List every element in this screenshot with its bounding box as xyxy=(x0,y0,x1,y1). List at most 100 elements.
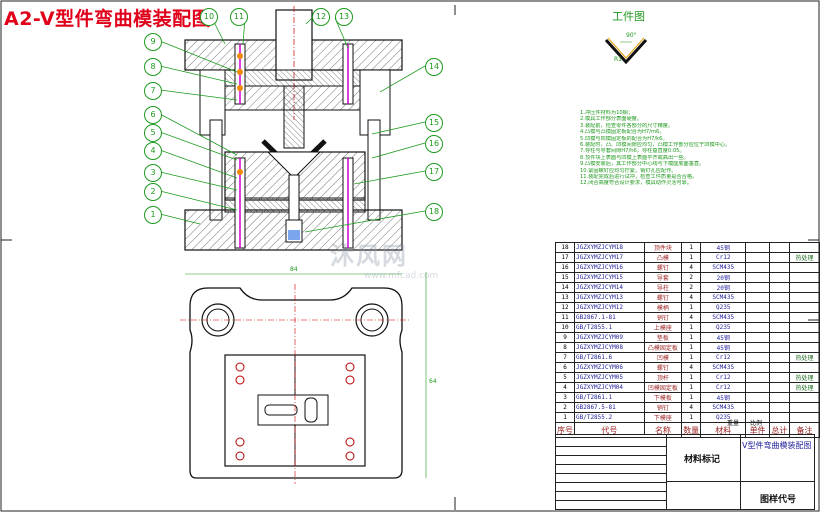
bom-cell-qty: 4 xyxy=(681,292,702,303)
note-line: 2.模具工作部分表面硬度。 xyxy=(580,116,643,123)
bom-cell-note: 热处理 xyxy=(788,252,820,263)
bom-cell-code: GB/T2855.1 xyxy=(574,322,645,333)
bom-cell-note xyxy=(788,362,820,373)
drawing-code-label: 图样代号 xyxy=(760,495,797,505)
bom-cell-name: 凹模固定板 xyxy=(643,382,683,393)
bom-cell-code: GB/T2861.6 xyxy=(574,352,645,363)
bom-cell-no: 5 xyxy=(555,372,575,383)
bom-cell-note xyxy=(788,242,820,253)
bom-cell-note xyxy=(788,342,820,353)
bom-cell-mat: Cr12 xyxy=(700,372,747,383)
bom-cell-code: JGZXYMZJCYM18 xyxy=(574,242,645,253)
bom-cell-qty: 1 xyxy=(681,372,702,383)
bom-cell-qty: 1 xyxy=(681,342,702,353)
bom-cell-code: JGZXYMZJCYM06 xyxy=(574,362,645,373)
bom-cell-note: 热处理 xyxy=(788,352,820,363)
bom-cell-name: 顶件块 xyxy=(643,242,683,253)
bom-cell-mat: 45钢 xyxy=(700,392,747,403)
bom-cell-no: 7 xyxy=(555,352,575,363)
workpiece-drawing xyxy=(604,37,648,65)
bom-cell-no: 14 xyxy=(555,282,575,293)
bom-cell-name: 凸模固定板 xyxy=(643,342,683,353)
bom-cell-w1 xyxy=(745,242,770,253)
bom-cell-no: 18 xyxy=(555,242,575,253)
bom-cell-qty: 1 xyxy=(681,302,702,313)
note-line: 10.紧固螺钉应均匀拧紧，销钉孔应配作。 xyxy=(580,167,677,174)
bom-cell-mat: SCM435 xyxy=(700,402,747,413)
bom-cell-note xyxy=(788,292,820,303)
bom-cell-w1 xyxy=(745,302,770,313)
bom-cell-w1 xyxy=(745,392,770,403)
note-line: 3.装配前，检查零件各部分的尺寸精度。 xyxy=(580,122,674,129)
bom-cell-no: 2 xyxy=(555,402,575,413)
bom-cell-qty: 4 xyxy=(681,312,702,323)
bom-cell-no: 10 xyxy=(555,322,575,333)
bom-cell-qty: 4 xyxy=(681,362,702,373)
bom-cell-note xyxy=(788,312,820,323)
bom-cell-mat: Cr12 xyxy=(700,352,747,363)
note-line: 5.凹模与凹模固定板的配合为H7/k6。 xyxy=(580,135,668,142)
balloon-14: 14 xyxy=(425,58,443,76)
bom-cell-no: 17 xyxy=(555,252,575,263)
bom-cell-qty: 1 xyxy=(681,322,702,333)
bom-cell-qty: 1 xyxy=(681,252,702,263)
bom-cell-name: 凸模 xyxy=(643,252,683,263)
bom-cell-w2 xyxy=(768,312,790,323)
bom-cell-qty: 4 xyxy=(681,262,702,273)
note-line: 7.导柱与导套间隙H7/h6，导柱垂直度0.05。 xyxy=(580,148,685,155)
bom-cell-w2 xyxy=(768,252,790,263)
balloon-9: 9 xyxy=(144,33,162,51)
bom-cell-note xyxy=(788,392,820,403)
balloon-4: 4 xyxy=(144,142,162,160)
material-mark-label: 材料标记 xyxy=(684,455,721,465)
bom-cell-no: 11 xyxy=(555,312,575,323)
bom-cell-note xyxy=(788,322,820,333)
bom-cell-w1 xyxy=(745,322,770,333)
bom-cell-name: 螺钉 xyxy=(643,362,683,373)
bom-cell-w2 xyxy=(768,402,790,413)
balloon-16: 16 xyxy=(425,135,443,153)
bom-cell-note xyxy=(788,302,820,313)
bom-cell-qty: 2 xyxy=(681,272,702,283)
bom-cell-mat: SCM435 xyxy=(700,362,747,373)
balloon-6: 6 xyxy=(144,106,162,124)
bom-cell-mat: SCM435 xyxy=(700,312,747,323)
bom-cell-code: JGZXYMZJCYM09 xyxy=(574,332,645,343)
bom-cell-code: JGZXYMZJCYM05 xyxy=(574,372,645,383)
drawing-name: V型件弯曲模装配图 xyxy=(742,441,812,450)
plan-height-dim: 64 xyxy=(429,378,437,385)
bom-cell-mat: Cr12 xyxy=(700,252,747,263)
title-block xyxy=(555,434,815,510)
bom-cell-no: 1 xyxy=(555,412,575,423)
bom-cell-w2 xyxy=(768,352,790,363)
bom-cell-mat: 45钢 xyxy=(700,242,747,253)
bom-cell-mat: SCM435 xyxy=(700,292,747,303)
bom-cell-mat: Cr12 xyxy=(700,382,747,393)
note-line: 11.装配完成后进行试冲，检查工件质量是否合格。 xyxy=(580,174,698,181)
bom-cell-name: 导套 xyxy=(643,272,683,283)
bom-cell-code: JGZXYMZJCYM08 xyxy=(574,342,645,353)
bom-cell-w1 xyxy=(745,312,770,323)
bom-cell-no: 15 xyxy=(555,272,575,283)
bom-cell-w1 xyxy=(745,252,770,263)
bom-cell-w2 xyxy=(768,262,790,273)
bom-cell-name: 销钉 xyxy=(643,312,683,323)
bom-cell-qty: 2 xyxy=(681,282,702,293)
balloon-3: 3 xyxy=(144,164,162,182)
bom-cell-mat: 45钢 xyxy=(700,342,747,353)
bom-cell-no: 16 xyxy=(555,262,575,273)
bom-cell-code: GB/T2855.2 xyxy=(574,412,645,423)
bom-cell-qty: 1 xyxy=(681,412,702,423)
bom-cell-note: 热处理 xyxy=(788,372,820,383)
